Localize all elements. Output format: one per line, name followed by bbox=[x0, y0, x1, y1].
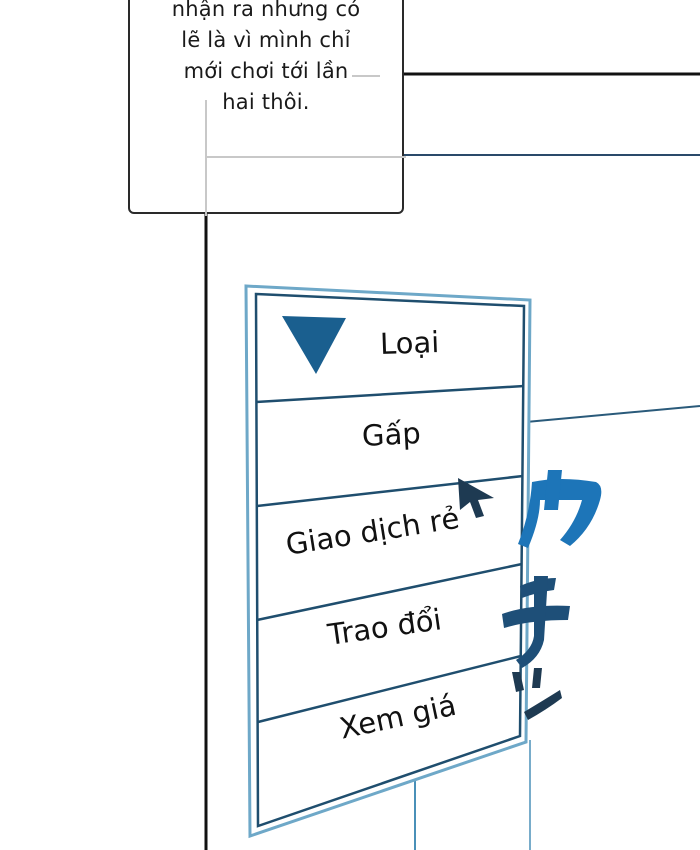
menu-divider bbox=[256, 474, 524, 508]
menu-header-label: Loại bbox=[379, 324, 440, 361]
menu-divider bbox=[255, 384, 525, 404]
speech-text: nhận ra nhưng có lẽ là vì mình chỉ mới c… bbox=[130, 0, 402, 118]
bubble-inner-lines bbox=[205, 75, 406, 216]
speech-line: mới chơi tới lần bbox=[183, 59, 349, 83]
triangle-down-icon[interactable] bbox=[282, 316, 346, 374]
menu-inner-border bbox=[254, 292, 526, 828]
dropdown-menu bbox=[244, 284, 532, 839]
menu-item-label: Gấp bbox=[361, 415, 422, 453]
speech-line: lẽ là vì mình chỉ bbox=[181, 28, 351, 52]
panel-divider-right-top bbox=[525, 405, 700, 423]
speech-line: nhận ra nhưng có bbox=[171, 0, 361, 21]
sound-effect-graphic bbox=[502, 470, 602, 720]
speech-line: hai thôi. bbox=[222, 90, 310, 114]
menu-divider bbox=[257, 654, 522, 724]
menu-outer-border bbox=[244, 284, 532, 839]
speech-bubble: nhận ra nhưng có lẽ là vì mình chỉ mới c… bbox=[128, 0, 406, 216]
menu-divider bbox=[256, 562, 523, 622]
cursor-arrow-icon bbox=[458, 478, 494, 518]
